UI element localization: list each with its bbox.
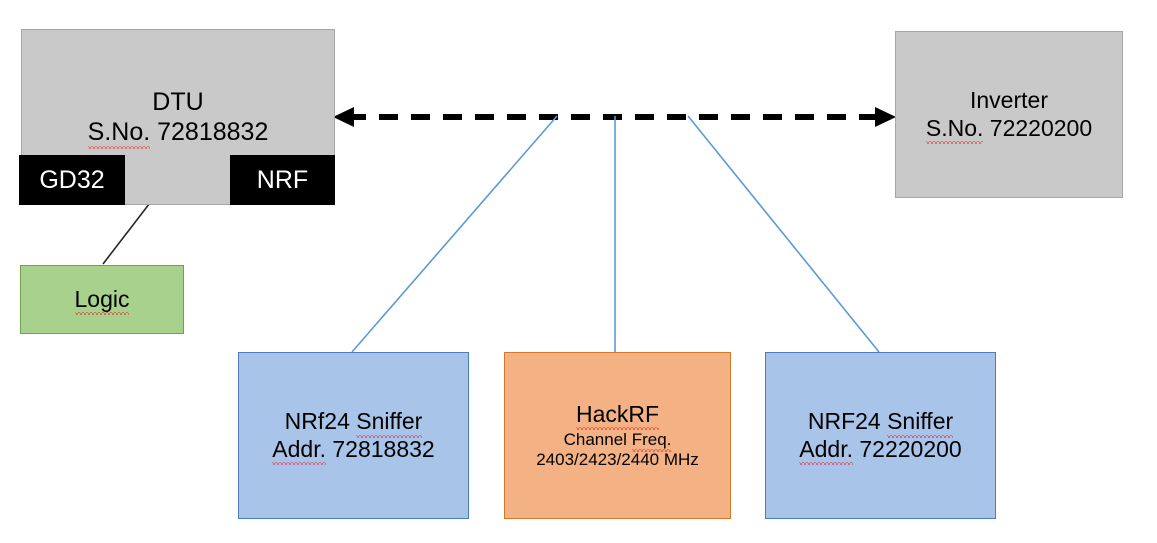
sniffer-right-addr-value: 72220200 [859,435,962,462]
node-logic-analyzer[interactable]: Logic [20,265,184,334]
inverter-serial-value: 72220200 [989,114,1093,141]
hackrf-freq-label: Channel Freq. [563,430,672,453]
node-sniffer-right[interactable]: NRF24 Sniffer Addr. 72220200 [765,352,996,519]
node-hackrf[interactable]: HackRF Channel Freq. 2403/2423/2440 MHz [504,352,731,519]
sniffer-left-addr-value: 72818832 [332,435,435,462]
rf-link-arrowhead-left [333,107,354,127]
hackrf-freq-value: 2403/2423/2440 MHz [536,450,699,470]
hackrf-freq-label-word: Freq. [631,430,672,453]
rf-link-edge [333,107,896,127]
node-gd32[interactable]: GD32 [19,155,125,205]
hackrf-freq-label-prefix: Channel [563,430,632,450]
tap-line-sniffer-right [687,115,880,353]
hackrf-title-text: HackRF [575,400,660,431]
dtu-serial: S.No. 72818832 [87,117,269,149]
tap-line-sniffer-left [351,115,558,353]
sniffer-left-title: NRf24 Sniffer [284,408,423,438]
dtu-serial-label: S.No. [87,117,151,149]
node-nrf[interactable]: NRF [230,155,335,205]
sniffer-left-addr-label: Addr. [272,435,326,465]
rf-link-arrowhead-right [875,107,896,127]
hackrf-title: HackRF [575,400,660,431]
sniffer-left-addr: Addr. 72818832 [272,435,435,465]
sniffer-right-addr: Addr. 72220200 [799,435,962,465]
sniffer-right-title: NRF24 Sniffer [807,408,954,438]
logic-label: Logic [74,285,130,316]
inverter-title: Inverter [970,87,1048,114]
sniffer-left-title-prefix: NRf24 [284,408,357,435]
sniffer-right-addr-label: Addr. [799,435,853,465]
nrf-label: NRF [256,165,309,194]
inverter-serial: S.No. 72220200 [925,114,1093,144]
sniffer-right-title-prefix: NRF24 [807,408,888,435]
node-sniffer-left[interactable]: NRf24 Sniffer Addr. 72818832 [238,352,469,519]
dtu-title: DTU [152,88,204,116]
node-inverter[interactable]: Inverter S.No. 72220200 [895,31,1123,198]
dtu-serial-value: 72818832 [157,117,269,146]
inverter-serial-label: S.No. [925,114,984,144]
sniffer-right-title-word: Sniffer [887,408,954,438]
sniffer-left-title-word: Sniffer [356,408,423,438]
gd32-label: GD32 [39,165,105,194]
